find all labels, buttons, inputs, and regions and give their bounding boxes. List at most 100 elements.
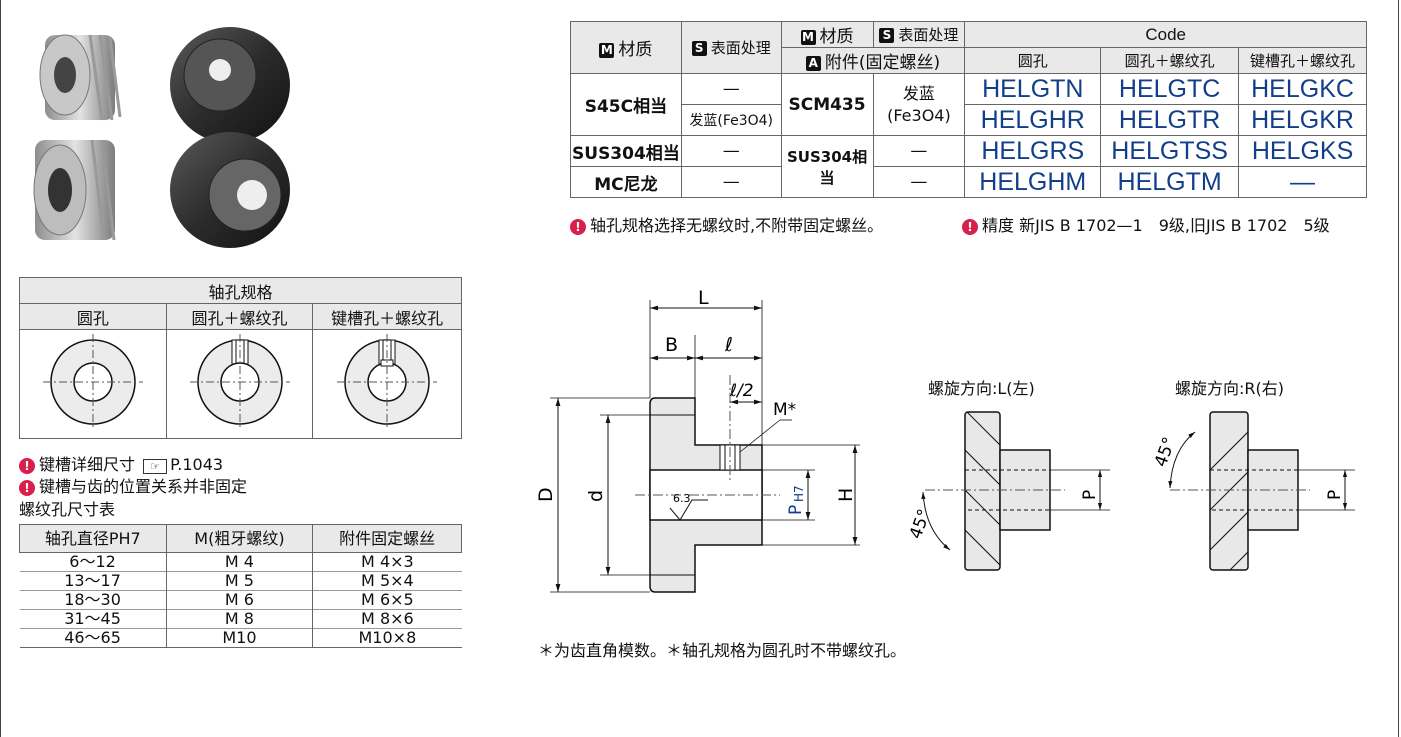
shaft-col-keyway-tapped: 键槽孔＋螺纹孔: [312, 303, 462, 330]
shaft-img-round-tapped: [165, 329, 314, 439]
surface-s45c-none: —: [680, 73, 782, 105]
helix-right-drawing: P 45°: [1151, 411, 1355, 571]
screw-cell: M 8×6: [312, 609, 462, 629]
code-helgtss: HELGTSS: [1100, 135, 1240, 167]
screw-cell: M 4×3: [312, 552, 462, 572]
screw-cell: 6～12: [19, 552, 167, 572]
code-helgtr: HELGTR: [1100, 104, 1240, 136]
screw-cell: 31～45: [19, 609, 167, 629]
note-keyway-position: !键槽与齿的位置关系并非固定: [19, 473, 247, 497]
code-helgtm: HELGTM: [1100, 166, 1240, 198]
note-precision: !精度 新JIS B 1702—1 9级,旧JIS B 1702 5级: [962, 212, 1330, 236]
material-sus304: SUS304相当: [570, 135, 682, 167]
warning-icon: !: [962, 219, 978, 235]
code-helgtn: HELGTN: [964, 73, 1102, 105]
screw-cell: M 5: [165, 571, 314, 591]
code-helgks: HELGKS: [1238, 135, 1367, 167]
warning-icon: !: [19, 458, 35, 474]
screw-col-diameter: 轴孔直径PH7: [19, 524, 167, 553]
dim-D-label: D: [535, 487, 557, 502]
warning-icon: !: [570, 219, 586, 235]
screw-cell: 13～17: [19, 571, 167, 591]
gear-photo-dark-top: [170, 27, 290, 143]
material-s45c: S45C相当: [570, 73, 682, 136]
dim-M-label: M*: [773, 400, 796, 420]
keyway-page-ref[interactable]: P.1043: [170, 455, 224, 474]
screw-table-title: 螺纹孔尺寸表: [19, 500, 116, 519]
helix-right-P: P: [1325, 490, 1345, 500]
gear-photo-steel-top: [39, 34, 122, 121]
code-col-keyway-tapped: 键槽孔＋螺纹孔: [1238, 47, 1367, 74]
gear-photo-dark-bottom: [170, 132, 290, 248]
screw-col-set-screw: 附件固定螺丝: [312, 524, 462, 553]
material-scm435: SCM435: [780, 73, 874, 136]
surface-scm435: 发蓝(Fe3O4): [872, 73, 966, 136]
note-no-screw: !轴孔规格选择无螺纹时,不附带固定螺丝。: [570, 212, 883, 236]
dim-H7-label: H7: [792, 485, 806, 502]
dim-P-label: P: [786, 505, 806, 515]
gear-photo-steel-bottom: [33, 139, 116, 241]
helix-left-P: P: [1080, 490, 1100, 500]
shaft-hole-table: 轴孔规格 圆孔 圆孔＋螺纹孔 键槽孔＋螺纹孔: [19, 277, 462, 439]
screw-cell: M 6×5: [312, 590, 462, 610]
surface-s45c-blackened: 发蓝(Fe3O4): [680, 104, 782, 136]
screw-cell: M 8: [165, 609, 314, 629]
note-keyway-details: !键槽详细尺寸 ☞P.1043: [19, 451, 223, 475]
screw-cell: M10: [165, 628, 314, 648]
dim-H-label: H: [835, 488, 857, 502]
material-sus304-2: SUS304相当: [780, 135, 874, 198]
code-helgrs: HELGRS: [964, 135, 1102, 167]
dim-l-label: ℓ: [724, 334, 733, 356]
helix-right-label: 螺旋方向:R(右): [1175, 379, 1284, 398]
code-helgkc: HELGKC: [1238, 73, 1367, 105]
screw-cell: M10×8: [312, 628, 462, 648]
screw-cell: 46～65: [19, 628, 167, 648]
surface-sus304: —: [680, 135, 782, 167]
surface-mc-nylon-2: —: [872, 166, 966, 198]
code-helghr: HELGHR: [964, 104, 1102, 136]
shaft-col-round: 圆孔: [19, 303, 167, 330]
code-helgtc: HELGTC: [1100, 73, 1240, 105]
screw-cell: M 6: [165, 590, 314, 610]
helix-left-angle: 45°: [906, 507, 935, 542]
warning-icon: !: [19, 480, 35, 496]
surface-mc-nylon: —: [680, 166, 782, 198]
product-photos: [33, 27, 290, 248]
code-helghm: HELGHM: [964, 166, 1102, 198]
shaft-col-round-tapped: 圆孔＋螺纹孔: [165, 303, 314, 330]
dim-d-label: d: [585, 490, 607, 502]
bottom-note: ＊为齿直角模数。＊轴孔规格为圆孔时不带螺纹孔。: [538, 641, 907, 660]
shaft-img-round: [19, 329, 167, 439]
screw-cell: 18～30: [19, 590, 167, 610]
shaft-img-keyway-tapped: [312, 329, 462, 439]
code-none: —: [1238, 166, 1367, 198]
screw-col-thread: M(粗牙螺纹): [165, 524, 314, 553]
roughness-mark: 6.3: [673, 492, 691, 505]
surface-sus304-2: —: [872, 135, 966, 167]
helix-right-angle: 45°: [1151, 435, 1180, 470]
helix-left-label: 螺旋方向:L(左): [928, 379, 1035, 398]
dim-L-label: L: [698, 287, 709, 309]
dim-B-label: B: [665, 334, 678, 356]
header-code: Code: [964, 21, 1367, 48]
code-helgkr: HELGKR: [1238, 104, 1367, 136]
screw-cell: M 5×4: [312, 571, 462, 591]
gear-section-drawing: 6.3 L B ℓ ℓ/2 M* D d H P H7: [535, 287, 860, 593]
pointing-hand-icon: ☞: [143, 459, 168, 474]
material-mc-nylon: MC尼龙: [570, 166, 682, 198]
shaft-table-title: 轴孔规格: [19, 277, 462, 304]
dim-l2-label: ℓ/2: [729, 381, 754, 401]
